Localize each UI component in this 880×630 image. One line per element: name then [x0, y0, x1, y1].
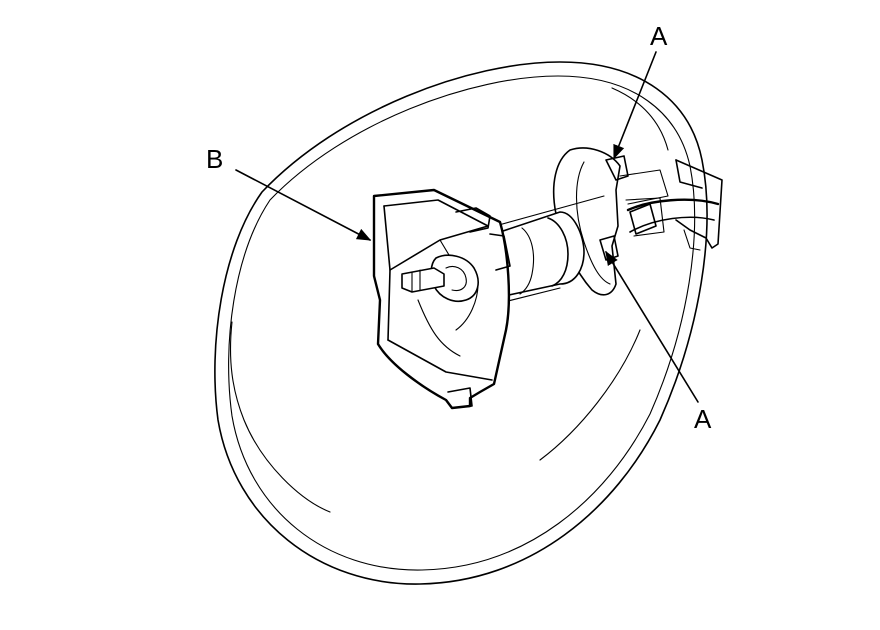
callout-a-bottom-label: A: [694, 404, 712, 434]
callout-a-top-leader: [613, 51, 657, 160]
column-bracket: [626, 159, 723, 251]
callout-a-bottom: A: [605, 250, 712, 434]
rear-flange: [552, 147, 669, 296]
callout-b: B: [206, 144, 372, 241]
callout-a-top-label: A: [650, 21, 668, 51]
shaft: [487, 195, 605, 305]
callout-a-bottom-leader: [605, 250, 699, 403]
front-cup: [372, 188, 511, 410]
callout-b-label: B: [206, 144, 223, 174]
callout-b-leader: [235, 169, 372, 241]
callout-a-top: A: [613, 21, 668, 160]
steering-wheel-rim: [214, 61, 708, 585]
